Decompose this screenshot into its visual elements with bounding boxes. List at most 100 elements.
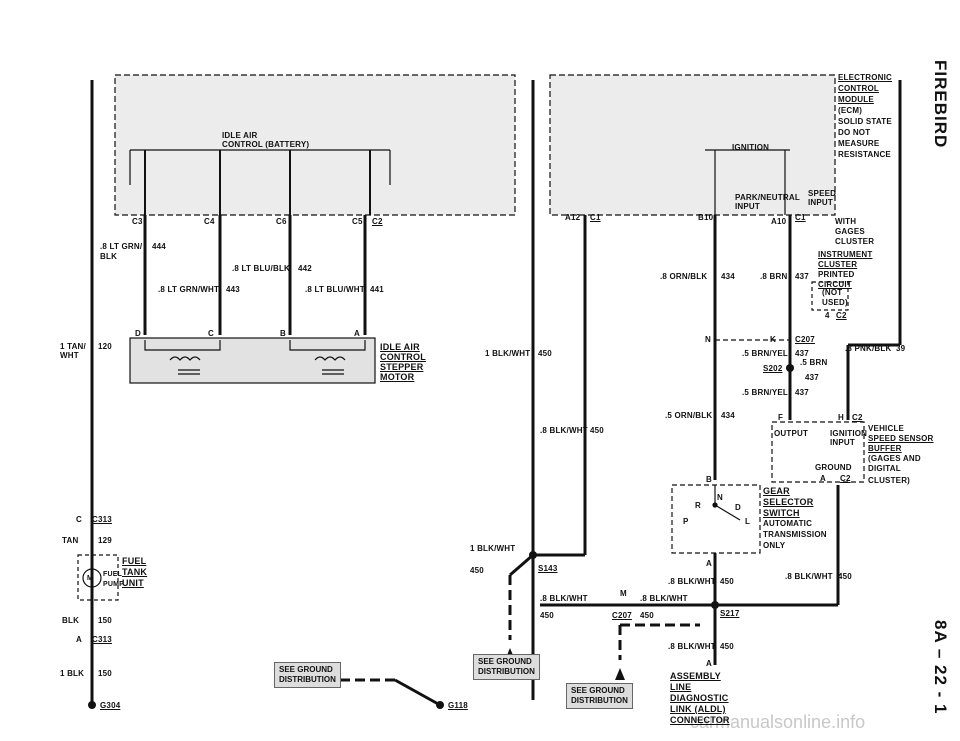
cluster-not-used-2: USED) [822, 298, 848, 307]
wire-150-color-a: BLK [62, 616, 80, 625]
vss-input: INPUT [830, 438, 855, 447]
idle-air-label: IDLE AIR [222, 131, 258, 140]
vss-title-1: VEHICLE [868, 424, 905, 433]
wire-450-number-b: 450 [590, 426, 604, 435]
wire-437-number-c: 437 [805, 373, 819, 382]
wire-441-color: .8 LT BLU/WHT [305, 285, 365, 294]
wire-441-number: 441 [370, 285, 384, 294]
wire-120-color-2: WHT [60, 351, 79, 360]
connector-c3: C3 [132, 217, 143, 226]
gear-title-3: SWITCH [763, 508, 800, 518]
cluster-cluster-2: CLUSTER [818, 260, 858, 269]
motor-pin-a: A [354, 329, 360, 338]
vss-title-6: CLUSTER) [868, 476, 911, 485]
ground-box-1-line-2: DISTRIBUTION [279, 675, 336, 684]
gear-pin-b: B [706, 475, 712, 484]
speed-label: SPEED [808, 189, 837, 198]
gear-title-1: GEAR [763, 486, 790, 496]
splice-m: M [620, 589, 627, 598]
splice-c207b: C207 [612, 611, 632, 620]
ground-box-1-line-1: SEE GROUND [279, 665, 333, 674]
wire-450-number-a: 450 [538, 349, 552, 358]
vss-title-2: SPEED SENSOR [868, 434, 934, 443]
splice-s217: S217 [720, 609, 740, 618]
cluster-c2: C2 [836, 311, 847, 320]
fuel-tank-3: UNIT [122, 578, 144, 588]
vss-title-3: BUFFER [868, 444, 902, 453]
splice-a: A [76, 635, 82, 644]
wire-444-color-2: BLK [100, 252, 118, 261]
wire-437-color-c: .5 BRN [800, 358, 828, 367]
wire-450-color-g: .8 BLK/WHT [785, 572, 833, 581]
wire-437-color: .8 BRN [760, 272, 788, 281]
gear-title-2: SELECTOR [763, 497, 814, 507]
cluster-circuit: CIRCUIT [818, 280, 852, 289]
wire-450-color-b: .8 BLK/WHT [540, 426, 588, 435]
ground-box-3-line-2: DISTRIBUTION [571, 696, 628, 705]
vss-ground: GROUND [815, 463, 852, 472]
ecm-title-1: ELECTRONIC [838, 73, 892, 82]
ecm-title-2: CONTROL [838, 84, 879, 93]
cluster-gages: GAGES [835, 227, 865, 236]
ground-distribution-box-1: SEE GROUND DISTRIBUTION [274, 662, 341, 688]
aldl-title-2: LINE [670, 682, 692, 692]
ground-distribution-box-2: SEE GROUND DISTRIBUTION [473, 654, 540, 680]
fuel-tank-2: TANK [122, 567, 148, 577]
wire-450-number-g: 450 [838, 572, 852, 581]
gear-note-1: AUTOMATIC [763, 519, 813, 528]
wire-129-number: 129 [98, 536, 112, 545]
cluster-instrument: INSTRUMENT [818, 250, 873, 259]
wire-150-color-b: 1 BLK [60, 669, 85, 678]
wire-120-number: 120 [98, 342, 112, 351]
motor-pin-c: C [208, 329, 214, 338]
wire-450-color-f: .8 BLK/WHT [668, 577, 716, 586]
connector-c1: C1 [590, 213, 601, 222]
gear-pos-p: P [683, 517, 689, 526]
vss-c2: C2 [852, 413, 863, 422]
vss-ignition: IGNITION [830, 429, 868, 438]
wire-39-color: .8 PNK/BLK [845, 344, 892, 353]
ground-g118: G118 [448, 701, 468, 710]
ecm-note-2: DO NOT [838, 128, 871, 137]
ground-g304: G304 [100, 701, 121, 710]
wire-434-number-a: 434 [721, 272, 735, 281]
gear-pin-a: A [706, 559, 712, 568]
connector-b10: B10 [698, 213, 714, 222]
gear-pos-n: N [717, 493, 723, 502]
aldl-title-1: ASSEMBLY [670, 671, 721, 681]
fuel-pump-m: M [87, 575, 94, 582]
aldl-title-3: DIAGNOSTIC [670, 693, 729, 703]
cluster-with: WITH [835, 217, 857, 226]
wire-442-number: 442 [298, 264, 312, 273]
gear-pos-r: R [695, 501, 701, 510]
wire-39-number: 39 [896, 344, 906, 353]
wire-443-number: 443 [226, 285, 240, 294]
wire-450-color-a: 1 BLK/WHT [485, 349, 531, 358]
wire-450-number-f: 450 [720, 577, 734, 586]
wire-450-number-e: 450 [640, 611, 654, 620]
wire-442-color: .8 LT BLU/BLK [232, 264, 291, 273]
splice-k: K [770, 335, 776, 344]
aldl-pin-a: A [706, 659, 712, 668]
cluster-printed: PRINTED [818, 270, 855, 279]
wire-450-color-e: .8 BLK/WHT [640, 594, 688, 603]
ground-distribution-box-3: SEE GROUND DISTRIBUTION [566, 683, 633, 709]
wire-437-color-b: .5 BRN/YEL [742, 349, 789, 358]
cluster-not-used: (NOT [822, 288, 843, 297]
connector-c4: C4 [204, 217, 215, 226]
ecm-note-4: RESISTANCE [838, 150, 891, 159]
watermark: carmanualsonline.info [690, 712, 866, 732]
aldl-title-5: CONNECTOR [670, 715, 730, 725]
wire-450-color-d: .8 BLK/WHT [540, 594, 588, 603]
splice-c: C [76, 515, 82, 524]
park-neutral-label: PARK/NEUTRAL [735, 193, 800, 202]
splice-s143: S143 [538, 564, 558, 573]
wire-434-color-b: .5 ORN/BLK [665, 411, 713, 420]
connector-a12: A12 [565, 213, 581, 222]
idle-air-motor-3: STEPPER [380, 362, 424, 372]
wire-437-number-d: 437 [795, 388, 809, 397]
aldl-title-4: LINK (ALDL) [670, 704, 726, 714]
wire-450-number-h: 450 [720, 642, 734, 651]
wire-450-number-c: 450 [470, 566, 484, 575]
